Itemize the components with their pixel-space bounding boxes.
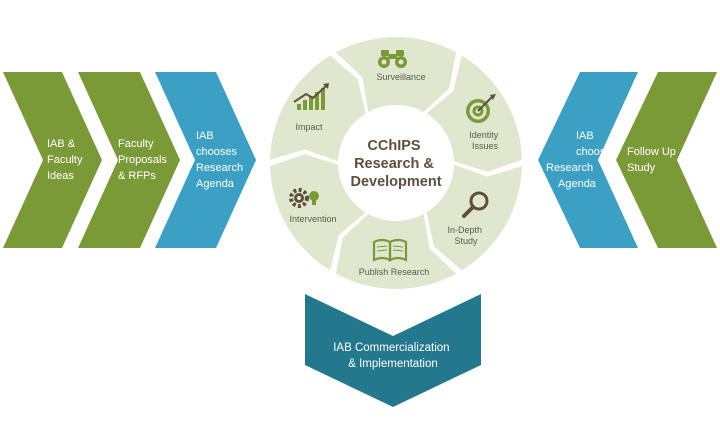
cycle-segment-publish-research xyxy=(335,214,457,289)
bottom-chevron-shape xyxy=(305,294,481,407)
left-chevron-3-line-1: IAB xyxy=(196,130,214,142)
right-chevron-1-line-2: chooses xyxy=(576,146,617,158)
segment-indepth-label-2: Study xyxy=(454,236,478,246)
segment-publish-label: Publish Research xyxy=(359,267,430,277)
svg-text:Surveillance: Surveillance xyxy=(376,72,425,82)
book-icon xyxy=(372,238,408,262)
segment-identity-label-2: Issues xyxy=(472,141,499,151)
left-chevron-2-line-1: Faculty xyxy=(118,138,154,150)
left-chevron-3-line-4: Agenda xyxy=(196,178,235,190)
right-chevron-2-shape xyxy=(616,72,717,248)
segment-surveillance-label: Surveillance xyxy=(376,72,425,82)
left-chevron-1-line-1: IAB & xyxy=(47,138,76,150)
left-chevron-1-line-2: Faculty xyxy=(47,154,83,166)
right-chevron-1: IAB chooses Research Agenda xyxy=(538,72,638,248)
cycle-segment-surveillance xyxy=(335,37,457,113)
svg-text:Impact: Impact xyxy=(295,122,323,132)
segment-identity-label-1: Identity xyxy=(469,130,499,140)
left-chevron-3-line-2: chooses xyxy=(196,146,237,158)
center-line-2: Research & xyxy=(354,156,434,172)
left-chevron-1-shape xyxy=(3,72,102,248)
left-chevron-2-line-3: & RFPs xyxy=(118,170,156,182)
bottom-chevron: IAB Commercialization & Implementation xyxy=(305,294,481,407)
svg-text:IAB & Faculty Idea: IAB & Faculty Ideas xyxy=(47,138,86,182)
segment-impact-label: Impact xyxy=(295,122,323,132)
left-chevron-2: Faculty Proposals & RFPs xyxy=(78,72,180,248)
segment-indepth-label-1: In-Depth xyxy=(447,225,482,235)
svg-text:Follow Up Study: Follow Up Study xyxy=(627,146,679,174)
left-chevron-1: IAB & Faculty Ideas xyxy=(3,72,102,248)
magnifier-icon xyxy=(462,191,489,218)
cycle-segment-intervention xyxy=(270,154,366,271)
left-chevron-3-shape xyxy=(155,72,256,248)
right-chevron-1-line-4: Agenda xyxy=(558,178,597,190)
svg-text:IAB Commercialization &: IAB Commercialization & Implementation xyxy=(333,342,453,370)
bottom-chevron-line-2: & Implementation xyxy=(348,358,438,370)
segment-intervention-label: Intervention xyxy=(289,214,336,224)
left-chevron-2-line-2: Proposals xyxy=(118,154,167,166)
svg-text:Identity Issues: Identity Issues xyxy=(469,130,501,151)
bottom-chevron-line-1: IAB Commercialization xyxy=(333,342,449,354)
left-chevron-2-shape xyxy=(78,72,180,248)
left-chevron-1-line-3: Ideas xyxy=(47,170,74,182)
right-chevron-2-line-2: Study xyxy=(627,162,656,174)
center-line-3: Development xyxy=(350,174,441,190)
right-chevron-2-line-1: Follow Up xyxy=(627,146,676,158)
target-icon xyxy=(466,94,496,123)
left-chevron-3: IAB chooses Research Agenda xyxy=(155,72,256,248)
right-chevron-1-shape xyxy=(538,72,638,248)
right-chevron-1-line-1: IAB xyxy=(576,130,594,142)
svg-text:IAB chooses Resear: IAB chooses Research Agenda xyxy=(546,130,620,190)
svg-text:Publish Research: Publish Research xyxy=(359,267,430,277)
center-line-1: CChIPS xyxy=(367,138,421,154)
cycle-center-title: CChIPS Research & Development xyxy=(350,138,441,190)
svg-text:In-Depth Study: In-Depth Study xyxy=(447,225,484,246)
svg-text:Intervention: Intervention xyxy=(289,214,336,224)
right-chevron-2: Follow Up Study xyxy=(616,72,717,248)
right-chevron-1-line-3: Research xyxy=(546,162,593,174)
binoculars-icon xyxy=(378,50,407,68)
svg-text:IAB chooses Resear: IAB chooses Research Agenda xyxy=(196,130,246,190)
gear-lightbulb-icon xyxy=(289,188,319,208)
svg-text:Faculty Proposals: Faculty Proposals & RFPs xyxy=(118,138,170,182)
cycle-segment-in-depth-study xyxy=(426,164,522,271)
left-chevron-3-line-3: Research xyxy=(196,162,243,174)
rising-chart-icon xyxy=(293,83,329,110)
